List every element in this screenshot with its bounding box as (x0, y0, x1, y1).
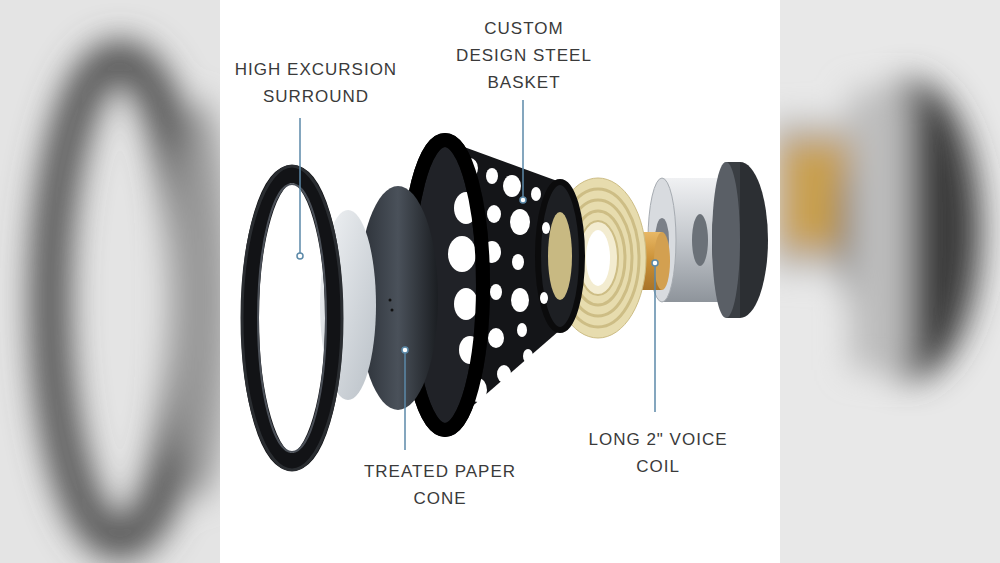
white-panel (220, 0, 780, 563)
blurred-background (0, 0, 220, 563)
leader-line (654, 266, 656, 412)
leader-lines (297, 100, 658, 450)
leader-dot (520, 197, 526, 203)
leader-dot (297, 253, 303, 259)
surround-ring (242, 166, 342, 470)
part-label: LONG 2" VOICE COIL (583, 426, 733, 480)
leader-line (522, 100, 524, 197)
part-label: HIGH EXCURSION SURROUND (229, 56, 404, 110)
part-label: TREATED PAPER CONE (355, 458, 525, 512)
blurred-background (780, 0, 1000, 563)
leader-dot (402, 347, 408, 353)
leader-line (404, 353, 406, 450)
magnet-assembly (648, 162, 768, 318)
part-label: CUSTOM DESIGN STEEL BASKET (452, 15, 597, 96)
leader-line (299, 118, 301, 253)
leader-dot (652, 260, 658, 266)
